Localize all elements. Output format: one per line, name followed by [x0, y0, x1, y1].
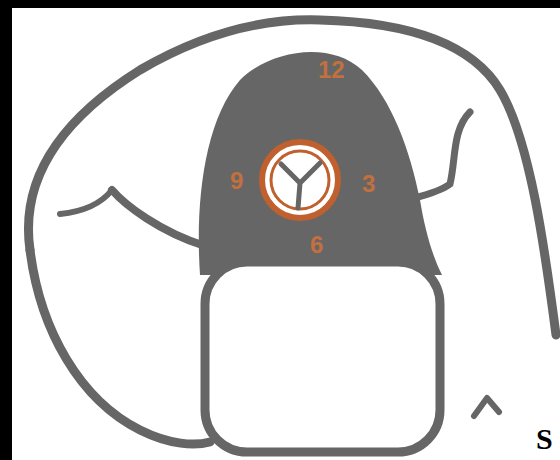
mitral-wall — [414, 112, 470, 198]
clock-position: 6 — [310, 233, 323, 257]
clock-position: 9 — [230, 169, 243, 193]
clock-position: 3 — [362, 172, 375, 196]
black-border — [0, 0, 560, 8]
septum-wall — [60, 190, 112, 214]
aortic-root — [199, 52, 442, 275]
corner-letter: S — [536, 424, 553, 454]
black-border — [0, 0, 12, 460]
ventricle-chamber — [205, 262, 440, 452]
valve-leaflets — [281, 163, 320, 208]
septum-wall — [112, 190, 205, 246]
valve-frame — [262, 142, 338, 218]
wall-fragment — [474, 398, 499, 416]
valve-ring — [271, 151, 329, 209]
outer-wall — [30, 250, 210, 444]
clock-position: 12 — [318, 58, 345, 82]
